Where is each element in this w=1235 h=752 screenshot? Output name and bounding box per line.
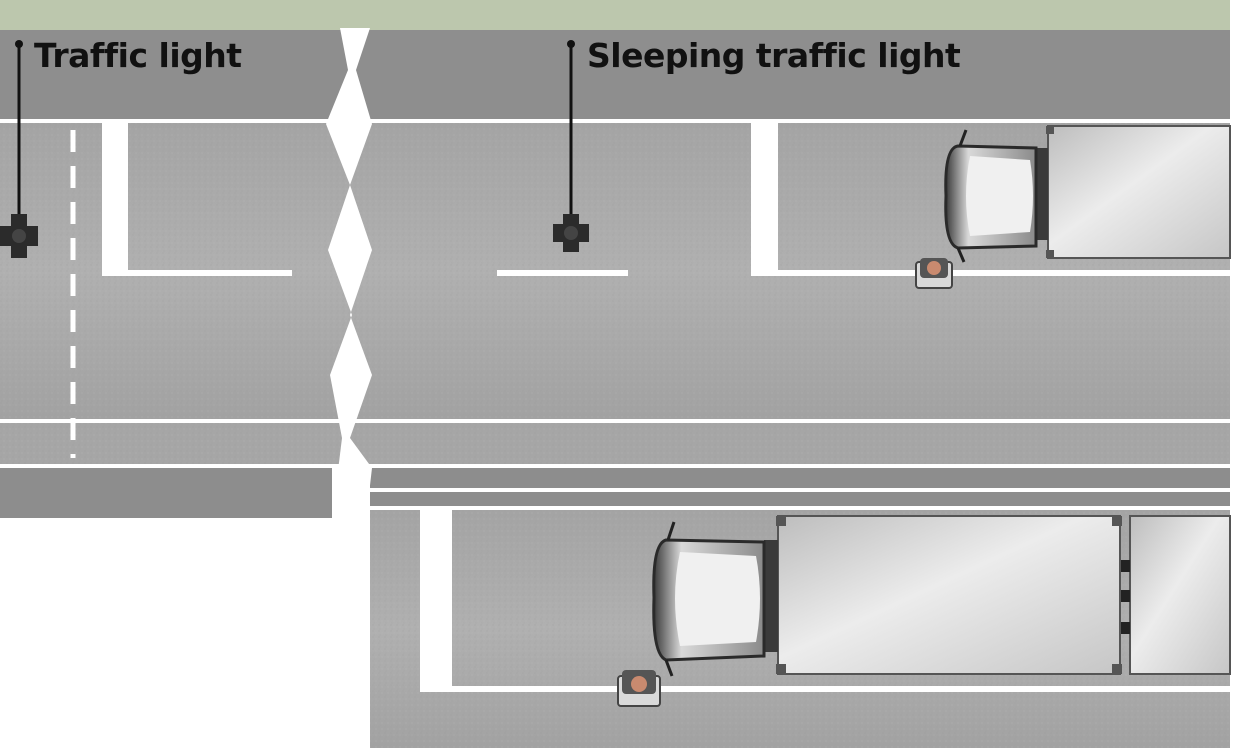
stop-line-middle	[497, 270, 628, 276]
road-edge-line-bottom	[0, 419, 1230, 423]
cyclist-icon	[915, 258, 953, 289]
cyclist-icon	[617, 670, 661, 707]
stop-line-left	[102, 122, 292, 276]
grass-verge	[0, 0, 1230, 30]
traffic-light-icon	[0, 40, 38, 258]
sleeping-traffic-light-icon	[553, 40, 589, 252]
upper-sidewalk	[0, 30, 1230, 120]
truck-icon	[652, 515, 1231, 677]
left-sidewalk-block	[0, 468, 332, 518]
break-marker	[326, 28, 372, 520]
median-strip	[370, 468, 1230, 488]
traffic-light-label: Traffic light	[34, 36, 242, 75]
truck-icon	[944, 125, 1231, 263]
sleeping-traffic-light-label: Sleeping traffic light	[587, 36, 961, 75]
road-edge-line-top	[0, 119, 1230, 123]
